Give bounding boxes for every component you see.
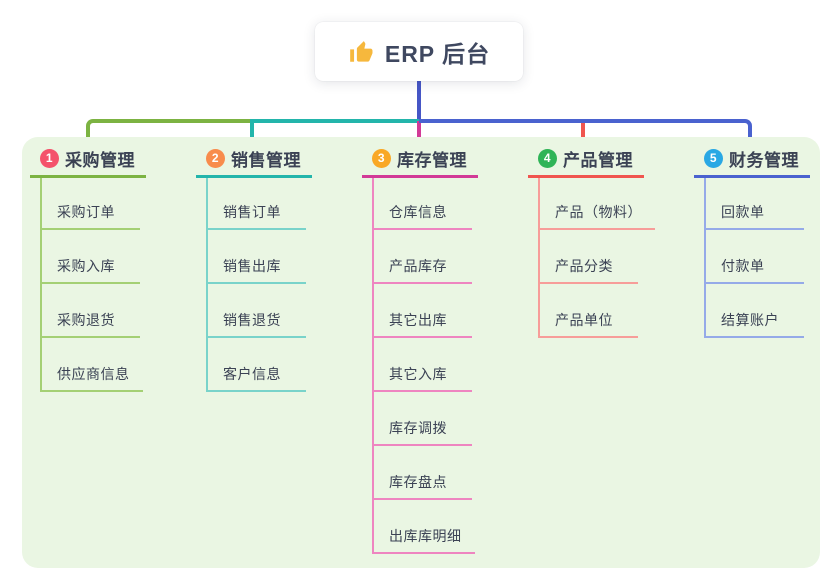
branch-item[interactable]: 结算账户: [704, 312, 804, 338]
branch-label: 产品管理: [563, 150, 633, 170]
branch5-connector-line: [419, 119, 752, 147]
branch-item[interactable]: 产品分类: [538, 258, 638, 284]
branch-number-badge: 2: [206, 148, 225, 168]
branch-item[interactable]: 采购入库: [40, 258, 140, 284]
branch2-drop-line: [250, 121, 254, 147]
branch1-connector-line: [86, 119, 252, 147]
root-node[interactable]: ERP 后台: [315, 22, 523, 81]
branch-item[interactable]: 销售订单: [206, 204, 306, 230]
branch-item[interactable]: 销售退货: [206, 312, 306, 338]
branch-spine-line: [704, 178, 706, 338]
branch-item[interactable]: 库存盘点: [372, 474, 472, 500]
branch-number-badge: 4: [538, 148, 557, 168]
branch-item[interactable]: 产品单位: [538, 312, 638, 338]
branch-item[interactable]: 产品库存: [372, 258, 472, 284]
branch-item[interactable]: 仓库信息: [372, 204, 472, 230]
branch-number-badge: 1: [40, 148, 59, 168]
branch-items: 回款单付款单结算账户: [704, 204, 839, 338]
branch-spine-line: [538, 178, 540, 338]
branch-header-2[interactable]: 2 销售管理: [196, 147, 312, 178]
branch-item[interactable]: 销售出库: [206, 258, 306, 284]
branch-items: 销售订单销售出库销售退货客户信息: [206, 204, 346, 392]
branch-spine-line: [206, 178, 208, 392]
branch-item[interactable]: 供应商信息: [40, 366, 143, 392]
branch-number-badge: 5: [704, 148, 723, 168]
root-node-label: ERP 后台: [384, 40, 491, 67]
branch-item[interactable]: 采购订单: [40, 204, 140, 230]
branch-item[interactable]: 采购退货: [40, 312, 140, 338]
thumbs-up-icon: [348, 39, 374, 65]
branch-header-5[interactable]: 5 财务管理: [694, 147, 810, 178]
branches-panel: [22, 137, 820, 568]
branch-spine-line: [372, 178, 374, 554]
branch-column-3: 3 库存管理 仓库信息产品库存其它出库其它入库库存调拨库存盘点出库库明细: [362, 147, 512, 554]
branch-item[interactable]: 其它出库: [372, 312, 472, 338]
branch-header-3[interactable]: 3 库存管理: [362, 147, 478, 178]
branch-item[interactable]: 产品（物料）: [538, 204, 655, 230]
branch-items: 仓库信息产品库存其它出库其它入库库存调拨库存盘点出库库明细: [372, 204, 512, 554]
branch-column-5: 5 财务管理 回款单付款单结算账户: [694, 147, 839, 338]
branch-column-4: 4 产品管理 产品（物料） 产品分类产品单位: [528, 147, 678, 338]
branch-item[interactable]: 其它入库: [372, 366, 472, 392]
branch-item[interactable]: 付款单: [704, 258, 804, 284]
branch-label: 库存管理: [397, 150, 467, 170]
branch-item[interactable]: 客户信息: [206, 366, 306, 392]
branch-item[interactable]: 回款单: [704, 204, 804, 230]
branch-column-1: 1 采购管理 采购订单采购入库采购退货供应商信息: [30, 147, 180, 392]
branch2-connector-line: [250, 119, 419, 123]
branch4-drop-line: [581, 121, 585, 147]
branch-header-4[interactable]: 4 产品管理: [528, 147, 644, 178]
root-connector-line: [417, 79, 421, 121]
branch-items: 采购订单采购入库采购退货供应商信息: [40, 204, 180, 392]
branch-number-badge: 3: [372, 148, 391, 168]
branch3-drop-line: [417, 121, 421, 147]
branch-items: 产品（物料） 产品分类产品单位: [538, 204, 678, 338]
branch-label: 财务管理: [729, 150, 799, 170]
branch-header-1[interactable]: 1 采购管理: [30, 147, 146, 178]
branch-label: 销售管理: [231, 150, 301, 170]
branch-spine-line: [40, 178, 42, 392]
branch-column-2: 2 销售管理 销售订单销售出库销售退货客户信息: [196, 147, 346, 392]
branch-item[interactable]: 库存调拨: [372, 420, 472, 446]
branch-item[interactable]: 出库库明细: [372, 528, 475, 554]
branch-label: 采购管理: [65, 150, 135, 170]
